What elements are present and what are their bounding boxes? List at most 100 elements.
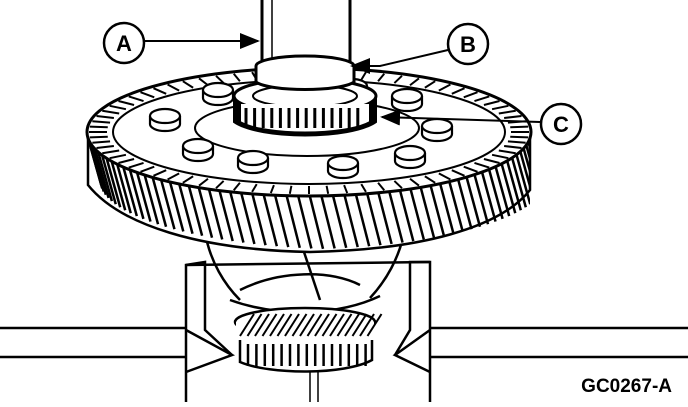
rim-tooth (393, 75, 403, 84)
gear-tooth (456, 176, 473, 230)
gear-tooth (500, 162, 517, 214)
rim-tooth (503, 114, 522, 120)
pinion-tooth (269, 313, 285, 337)
bolt-top (326, 154, 360, 172)
gear-tooth (428, 182, 446, 237)
pinion-tooth (321, 313, 338, 337)
rim-tooth (89, 125, 108, 129)
rim-tooth (182, 175, 194, 184)
rim-tooth (140, 91, 155, 99)
gear-tooth (529, 135, 530, 138)
gear-tooth (150, 174, 168, 228)
gear-tooth (128, 167, 145, 220)
rim-tooth (510, 135, 529, 139)
rim-tooth (491, 104, 509, 111)
gear-tooth (186, 182, 204, 237)
gear-tooth (387, 188, 404, 243)
gear-tooth (284, 192, 302, 249)
pinion-tooth (291, 313, 308, 337)
rim-tooth (491, 153, 509, 160)
gear-tooth (273, 191, 290, 248)
rim-tooth (409, 77, 420, 87)
pinion-tooth (299, 313, 315, 337)
gear-tooth (408, 185, 425, 240)
gear-tooth (353, 191, 371, 247)
gear-tooth (464, 174, 482, 228)
rim-tooth (360, 183, 367, 193)
bolt-top (236, 149, 270, 167)
gear-tooth (96, 150, 114, 202)
rim-tooth (167, 172, 180, 181)
gear-tooth (418, 184, 436, 238)
callout-c-letter: C (553, 112, 569, 137)
bolt-top (148, 107, 182, 125)
rim-tooth (167, 83, 180, 92)
gear-tooth (319, 192, 336, 249)
rim-tooth (269, 184, 275, 194)
gear-tooth (376, 189, 393, 245)
gear-tooth (217, 187, 234, 242)
callout-c: C (380, 102, 583, 146)
gear-tooth (480, 169, 497, 222)
pinion-tooth (239, 313, 255, 337)
pinion-tooth (359, 313, 375, 337)
rim-tooth (424, 175, 436, 184)
rim-tooth (474, 162, 490, 169)
gear-tooth (493, 164, 511, 217)
gear-tooth (472, 172, 490, 225)
bolt-top (393, 144, 427, 162)
gear-tooth (121, 164, 139, 217)
rim-tooth (109, 153, 127, 160)
pinion-tooth (261, 313, 278, 337)
callout-b-circle (446, 22, 490, 66)
rim-tooth (153, 169, 167, 177)
callout-b-letter: B (460, 32, 476, 57)
gear-tooth (510, 156, 528, 208)
gear-tooth (524, 144, 530, 164)
gear-tooth (342, 191, 359, 248)
rim-tooth (483, 100, 500, 106)
gear-tooth (438, 180, 455, 234)
gear-tooth (250, 190, 267, 246)
gear-tooth (100, 153, 117, 205)
rim-tooth (128, 162, 144, 169)
gear-tooth (228, 188, 245, 243)
rim-tooth (424, 80, 436, 89)
pinion-tooth (314, 313, 330, 337)
rim-tooth (198, 77, 209, 87)
rim-tooth (128, 95, 144, 102)
pinion-tooth (306, 313, 323, 337)
rim-tooth (510, 125, 529, 129)
pinion-tooth (366, 313, 383, 337)
rim-tooth (451, 87, 465, 95)
rim-tooth (503, 144, 522, 150)
gear-tooth (505, 159, 523, 211)
callout-a-circle (102, 21, 146, 65)
installer-shaft (254, 0, 356, 91)
bolt-top (420, 117, 454, 135)
gear-tooth (398, 187, 415, 242)
rim-tooth (198, 177, 209, 187)
pinion-tooth (336, 313, 353, 337)
pinion-tooth (344, 313, 360, 337)
rim-tooth (232, 182, 241, 191)
gear-tooth (518, 150, 530, 191)
pinion-tooth (284, 313, 300, 337)
rim-tooth (463, 165, 478, 173)
gear-tooth (487, 167, 504, 220)
rim-tooth (92, 120, 111, 124)
gear-tooth (109, 159, 127, 211)
gear-tooth (365, 190, 382, 246)
rim-tooth (182, 80, 194, 89)
callout-c-leader (380, 109, 541, 126)
pinion-tooth (329, 313, 345, 337)
rim-tooth (463, 91, 478, 99)
gear-tooth (261, 191, 279, 247)
callout-a: A (102, 21, 260, 65)
rim-tooth (109, 104, 127, 111)
rim-tooth (377, 182, 386, 191)
rim-tooth (102, 149, 120, 155)
rim-tooth (483, 158, 500, 164)
rim-tooth (288, 185, 293, 194)
